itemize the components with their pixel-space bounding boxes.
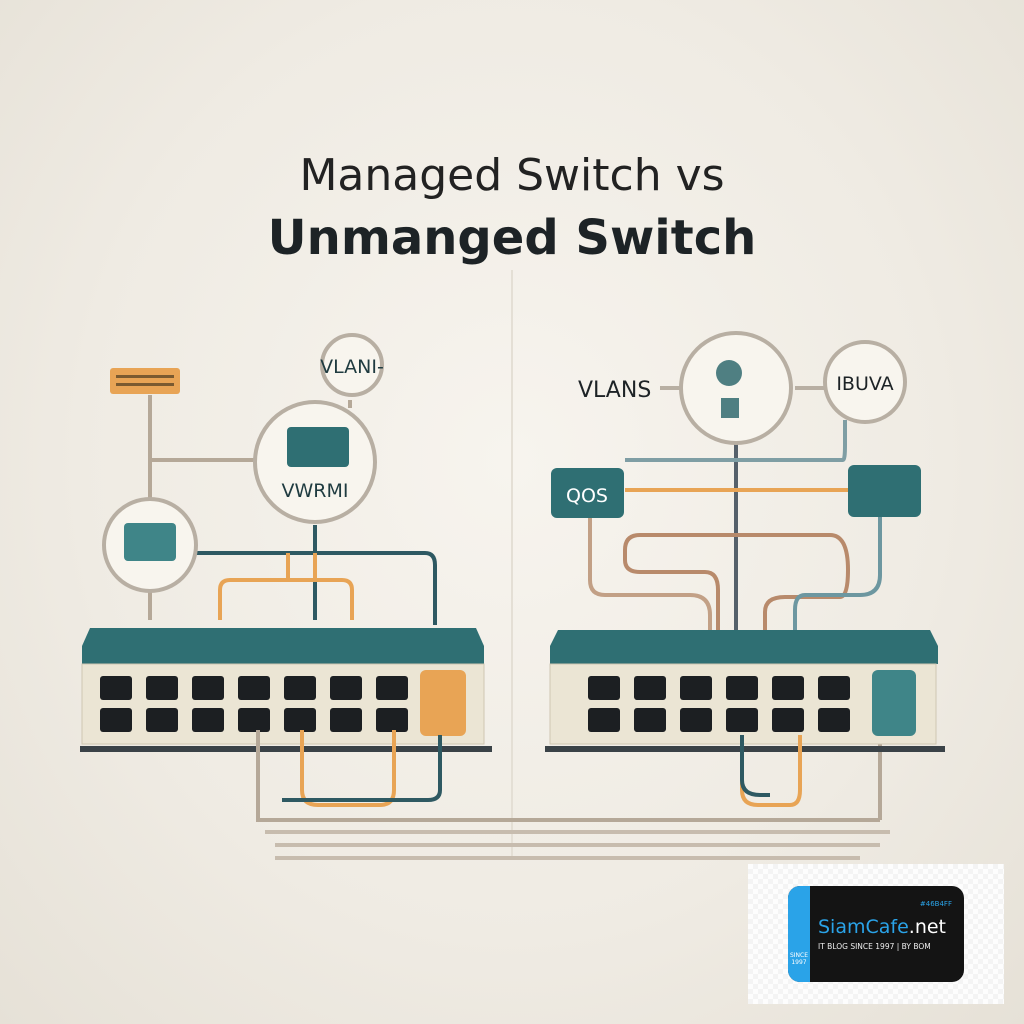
server-icon [721, 398, 739, 418]
hex-code: #46B4FF [919, 900, 952, 908]
ethernet-port [818, 708, 850, 732]
bubble-top-text: VLANI- [320, 356, 384, 378]
globe-icon [716, 360, 742, 386]
tagline: IT BLOG SINCE 1997 | BY BOM [818, 942, 931, 951]
ethernet-port [146, 708, 178, 732]
ethernet-port [100, 676, 132, 700]
ethernet-port [818, 676, 850, 700]
ethernet-port [634, 676, 666, 700]
vlans-label: VLANS [578, 378, 651, 403]
ethernet-port [330, 676, 362, 700]
brand-name: SiamCafe.net [818, 916, 947, 938]
ethernet-port [284, 708, 316, 732]
switch-icon [287, 427, 349, 467]
right-device-box [848, 465, 921, 517]
ethernet-port [634, 708, 666, 732]
ethernet-port [376, 708, 408, 732]
ethernet-port [588, 676, 620, 700]
since-label: SINCE [789, 952, 809, 959]
left-switch [80, 628, 492, 752]
title-line-1: Managed Switch vs [299, 150, 725, 201]
ethernet-port [192, 676, 224, 700]
bubble-center-text: VWRMI [282, 480, 349, 502]
ethernet-port [726, 676, 758, 700]
ethernet-port [772, 708, 804, 732]
ethernet-port [588, 708, 620, 732]
ethernet-port [330, 708, 362, 732]
ethernet-port [100, 708, 132, 732]
ethernet-port [238, 676, 270, 700]
since-year: 1997 [791, 959, 807, 966]
ethernet-port [146, 676, 178, 700]
ethernet-port [284, 676, 316, 700]
qos-box [551, 468, 624, 518]
title-line-2: Unmanged Switch [267, 210, 757, 266]
bubble-right-text: IBUVA [836, 373, 893, 395]
orange-device-icon [110, 368, 180, 394]
ethernet-port [772, 676, 804, 700]
monitor-icon [124, 523, 176, 561]
qos-text: QOS [566, 485, 608, 507]
ethernet-port [726, 708, 758, 732]
ethernet-port [192, 708, 224, 732]
ethernet-port [376, 676, 408, 700]
ethernet-port [238, 708, 270, 732]
ethernet-port [680, 708, 712, 732]
ethernet-port [680, 676, 712, 700]
right-switch [545, 630, 945, 752]
